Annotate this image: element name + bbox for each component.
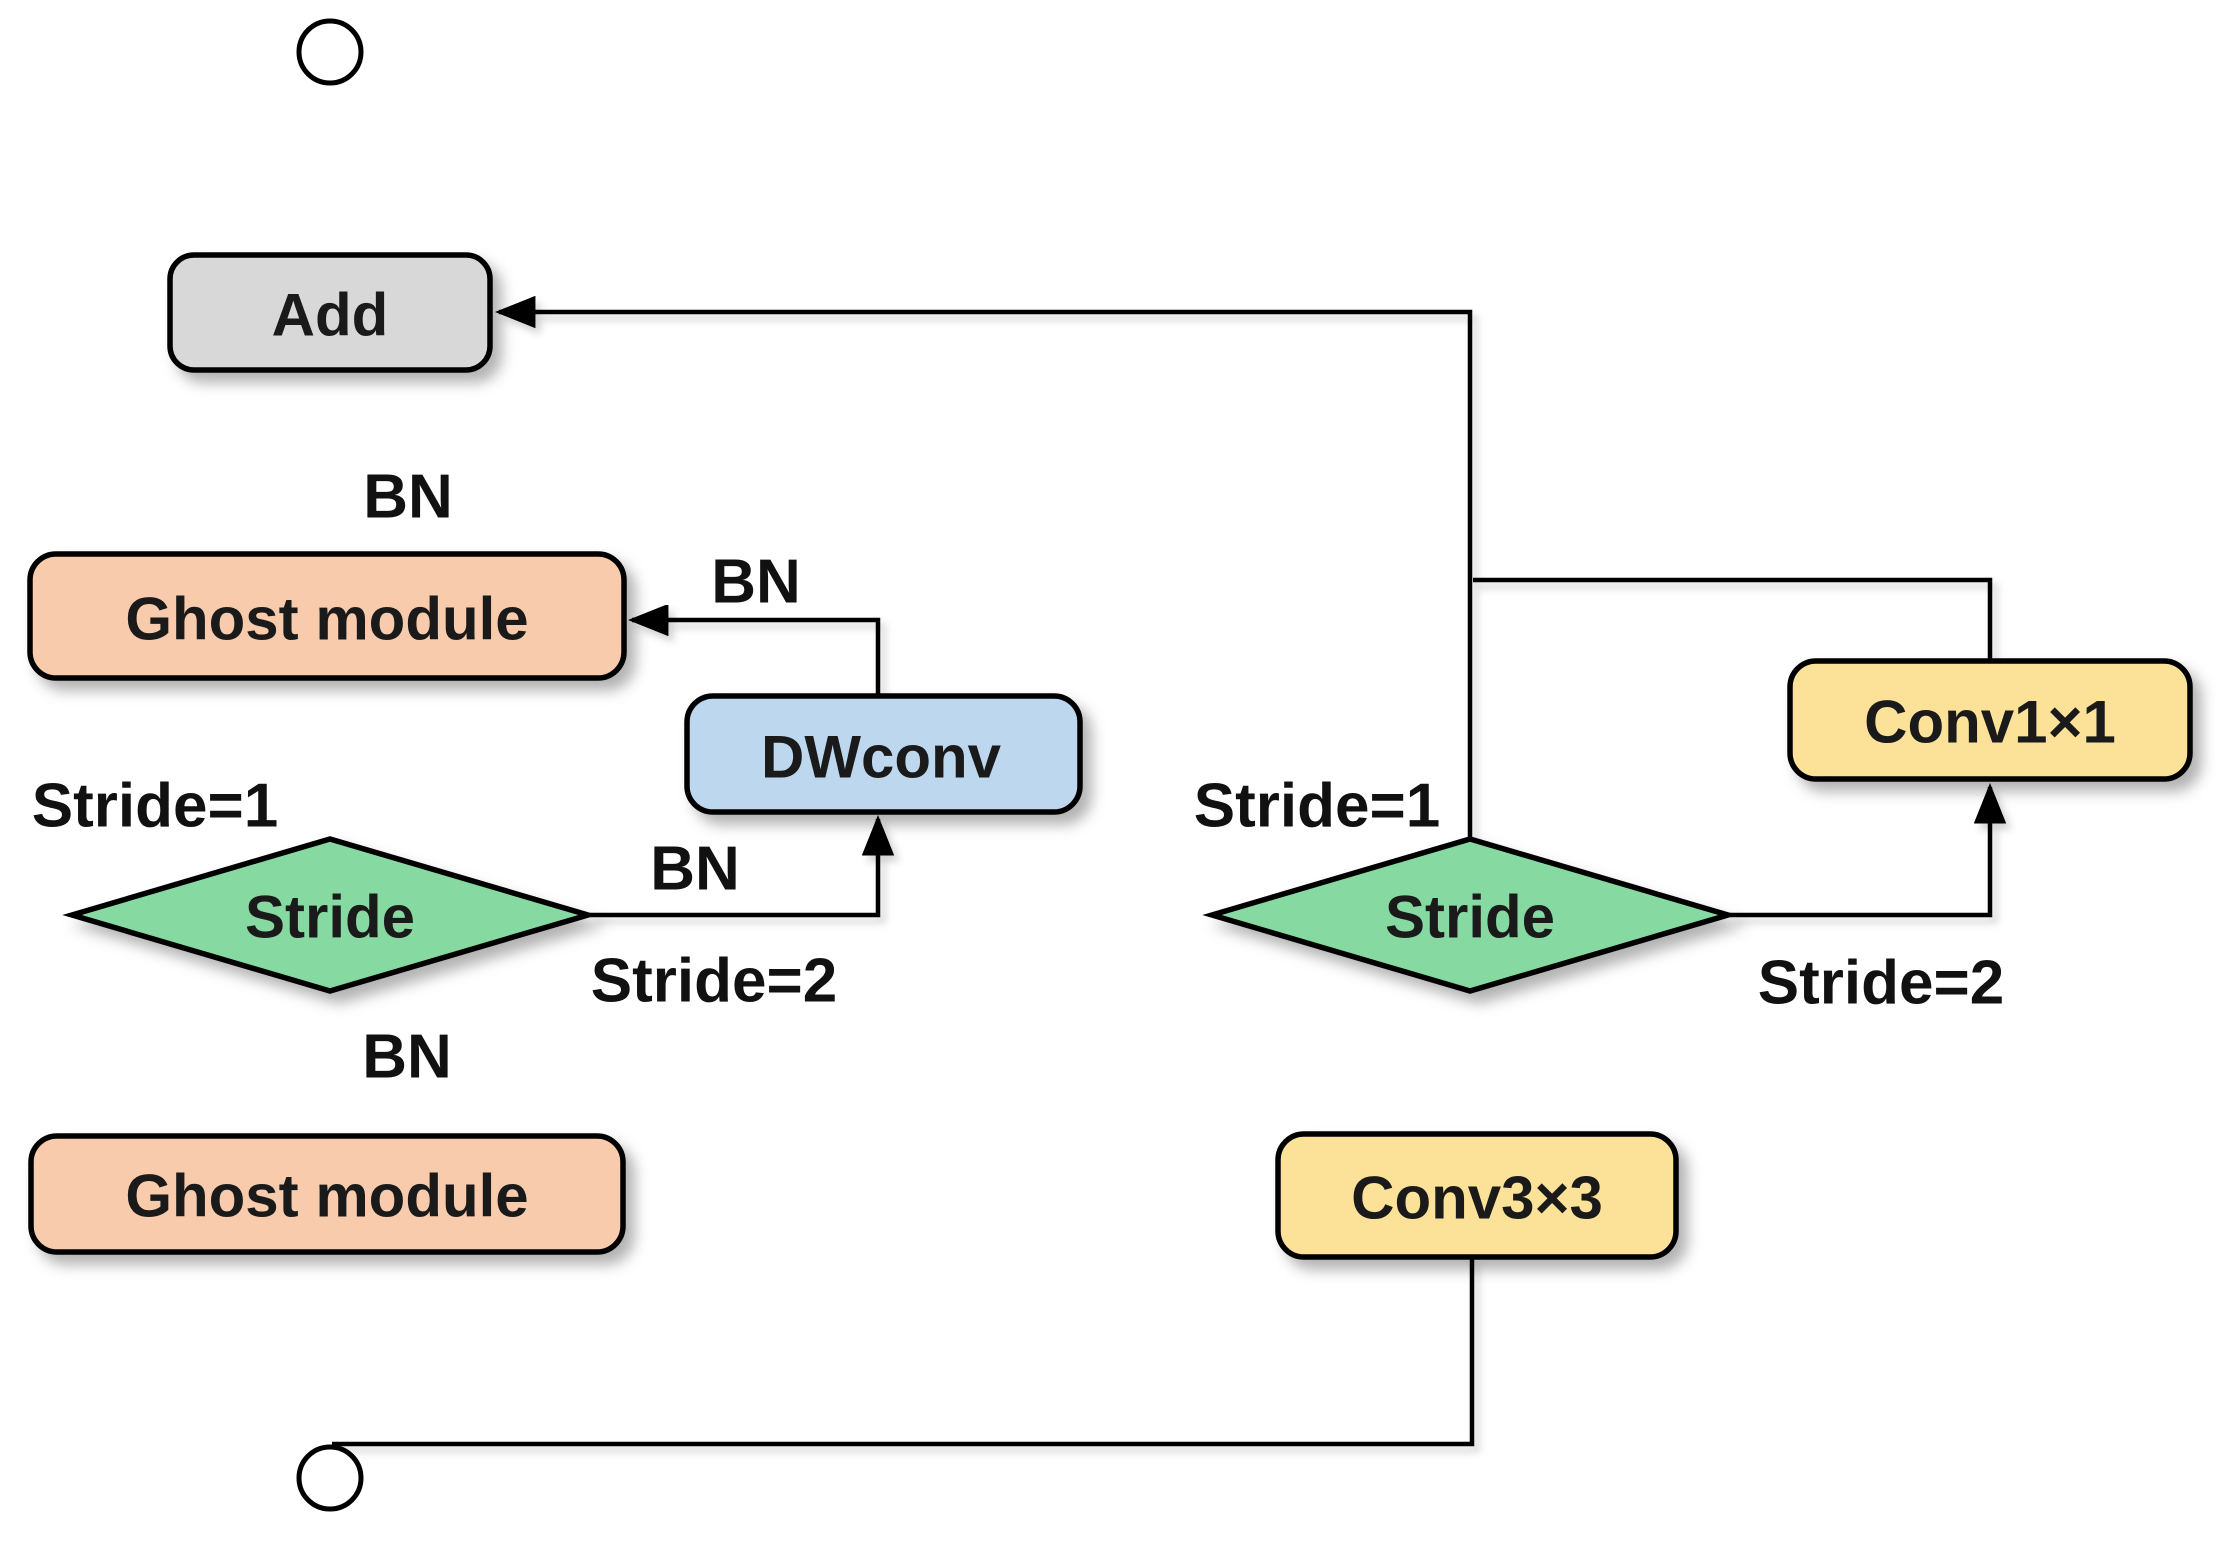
edge-input-to-conv3x3	[332, 1259, 1475, 1447]
connectors	[313, 91, 2007, 1447]
edge-stride-right-to-conv1x1	[1730, 782, 2007, 918]
add-label: Add	[272, 282, 389, 349]
dwconv-label: DWconv	[761, 724, 1002, 791]
bn-label-ghostbottom-to-stride: BN	[362, 1023, 452, 1092]
edge-rightbranch-to-add	[494, 295, 1473, 841]
node-dwconv: DWconv	[684, 693, 1083, 815]
stride-left-diamond	[62, 836, 598, 994]
node-add: Add	[167, 252, 493, 373]
stride2-label-left: Stride=2	[591, 947, 837, 1016]
ghost-module-top-box	[27, 551, 627, 681]
node-ghost-module-bottom: Ghost module	[28, 1133, 626, 1255]
output-terminal-circle	[296, 18, 364, 86]
stride-right-diamond	[1202, 836, 1738, 994]
add-box	[167, 252, 493, 373]
stride1-label-right: Stride=1	[1194, 772, 1440, 841]
ghost-module-bottom-box	[28, 1133, 626, 1255]
bn-label-dwconv-to-ghost: BN	[711, 548, 801, 617]
node-ghost-module-top: Ghost module	[27, 551, 627, 681]
edge-dwconv-to-ghosttop	[627, 603, 881, 694]
bn-label-ghosttop-to-add: BN	[363, 463, 453, 532]
conv3x3-label: Conv3×3	[1351, 1165, 1603, 1232]
node-stride-decision-left: Stride	[62, 836, 598, 994]
node-conv3x3: Conv3×3	[1275, 1131, 1679, 1260]
stride2-label-right: Stride=2	[1758, 949, 2004, 1018]
conv3x3-box	[1275, 1131, 1679, 1260]
node-conv1x1: Conv1×1	[1787, 658, 2193, 782]
input-terminal-circle	[296, 1444, 364, 1512]
bn-label-left-stride2-path: BN	[650, 835, 740, 904]
ghost-module-top-label: Ghost module	[125, 586, 528, 653]
ghost-module-bottom-label: Ghost module	[125, 1163, 528, 1230]
stride1-label-left: Stride=1	[32, 772, 278, 841]
stride-left-label: Stride	[245, 884, 415, 951]
conv1x1-box	[1787, 658, 2193, 782]
conv1x1-label: Conv1×1	[1864, 689, 2116, 756]
edge-stride-left-to-dwconv	[590, 814, 895, 918]
edge-labels: BN Stride=1 BN BN Stride=2 BN Stride=1 S…	[32, 463, 2004, 1092]
node-stride-decision-right: Stride	[1202, 836, 1738, 994]
dwconv-box	[684, 693, 1083, 815]
edge-conv1x1-to-rightbranch	[1473, 577, 1993, 659]
stride-right-label: Stride	[1385, 884, 1555, 951]
